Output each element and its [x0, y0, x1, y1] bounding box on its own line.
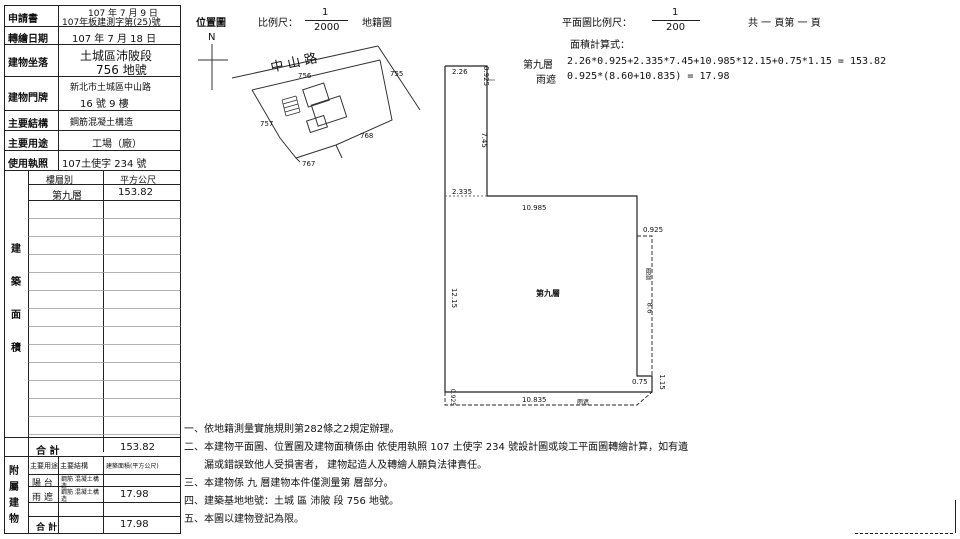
stair-hatch	[281, 95, 301, 117]
vertical-label-3: 面	[11, 310, 21, 321]
note-5: 五、本圖以建物登記為限。	[184, 514, 304, 525]
dim-left-height: 12.15	[450, 287, 459, 309]
structure-value: 鋼筋混凝土構造	[70, 118, 134, 128]
use-label: 主要用途	[8, 139, 48, 150]
page-count: 共 一 頁第 一 頁	[748, 18, 821, 29]
rain-label-bottom: 雨遮	[577, 399, 590, 406]
license-value: 107土使字 234 號	[62, 159, 147, 170]
calc-title: 面積計算式：	[570, 40, 630, 51]
apply-label: 申請書	[8, 14, 38, 25]
attached-total-value: 17.98	[120, 519, 149, 530]
redaction-box	[628, 456, 886, 526]
lot-756: 756	[298, 72, 312, 80]
rain-struct: 鋼筋 混凝土構造	[61, 489, 99, 503]
vertical-label-1: 建	[11, 244, 21, 255]
note-2: 二、本建物平面圖、位置圖及建物面積係由 依使用執照 107 土使字 234 號設…	[184, 442, 689, 453]
apply-date: 107 年 7 月 9 日	[88, 9, 158, 19]
location-map-title: 位置圖	[196, 18, 226, 29]
lot-757: 757	[260, 120, 274, 128]
total-label: 合 計	[36, 446, 60, 457]
attached-vertical-1: 附	[9, 466, 19, 477]
transfer-date: 107 年 7 月 18 日	[72, 34, 157, 45]
apply-number: 107年板建測字第(25)號	[62, 18, 161, 28]
dim-top-width: 2.26	[452, 68, 468, 76]
calc-rain-expression: 0.925*(8.60+10.835) = 17.98	[567, 71, 730, 82]
attached-col-use: 主要用途	[30, 462, 58, 470]
total-value: 153.82	[120, 442, 155, 453]
balcony-label: 陽 台	[32, 479, 53, 489]
plan-scale-label: 平面圖比例尺：	[562, 18, 632, 29]
attached-col-struct: 主要結構	[60, 462, 88, 470]
floor-name: 第九層	[52, 191, 82, 202]
redaction-box	[678, 355, 838, 435]
dim-bottom-width: 10.835	[522, 396, 547, 404]
rain-label: 雨 遮	[32, 493, 53, 503]
north-label: N	[208, 32, 216, 43]
calc-rain-label: 雨遮	[536, 75, 556, 86]
dim-upper-height: 7.45	[479, 132, 488, 148]
location-map-sketch	[198, 44, 421, 163]
note-1: 一、依地籍測量實施規則第282條之2規定辦理。	[184, 424, 400, 435]
note-3: 三、本建物係 九 層建物本件僅測量第 層部分。	[184, 478, 394, 489]
lot-768: 768	[360, 132, 374, 140]
lot-755: 755	[390, 70, 404, 78]
vertical-label-4: 積	[11, 343, 21, 354]
balcony-struct: 鋼筋 混凝土構造	[61, 476, 99, 490]
dim-corner-width: 0.75	[632, 378, 648, 386]
attached-vertical-2: 屬	[9, 482, 19, 493]
calc-floor-expression: 2.26*0.925+2.335*7.45+10.985*12.15+0.75*…	[567, 56, 887, 67]
dim-right-height: 8.6	[645, 302, 654, 314]
location-scale-num: 1	[322, 7, 329, 18]
dim-right-offset: 0.925	[643, 226, 664, 234]
rain-shelter-outline	[444, 235, 653, 406]
dim-mid-width: 10.985	[522, 204, 547, 212]
col-area-header: 平方公尺	[120, 176, 157, 186]
dim-bottom-side: 0.925	[449, 388, 457, 407]
plan-scale-num: 1	[672, 7, 679, 18]
floor-plan-outline	[444, 65, 653, 393]
transfer-date-label: 轉繪日期	[8, 34, 48, 45]
note-4: 四、建築基地地號：土城 區 沛陂 段 756 地號。	[184, 496, 399, 507]
dim-step-width: 2.335	[452, 188, 473, 196]
calc-floor-label: 第九層	[523, 60, 553, 71]
doorplate-label: 建物門牌	[8, 93, 48, 104]
note-2-continued: 漏或錯誤致他人受損害者， 建物起造人及轉繪人願負法律責任。	[204, 460, 488, 471]
rain-area: 17.98	[120, 489, 149, 500]
doorplate-line1: 新北市土城區中山路	[70, 83, 152, 93]
lot-767: 767	[302, 160, 316, 168]
location-map-type: 地籍圖	[362, 18, 392, 29]
attached-total-label: 合 計	[36, 523, 58, 533]
location-line2: 756 地號	[96, 63, 147, 77]
location-line1: 土城區沛陂段	[80, 49, 153, 63]
vertical-label-2: 築	[11, 277, 21, 288]
plan-scale-den: 200	[666, 22, 686, 33]
dim-top-side: 0.925	[482, 65, 491, 87]
attached-col-area: 建築面積(平方公尺)	[106, 463, 159, 470]
col-floor-header: 樓層別	[46, 176, 74, 186]
attached-vertical-4: 物	[9, 514, 19, 525]
location-label: 建物坐落	[8, 58, 48, 69]
doorplate-line2: 16 號 9 樓	[80, 99, 129, 110]
floor-area: 153.82	[118, 187, 153, 198]
room-label: 第九層	[536, 289, 560, 298]
license-label: 使用執照	[8, 159, 48, 170]
dim-corner-height: 1.15	[657, 374, 666, 390]
location-scale-label: 比例尺：	[258, 18, 298, 29]
location-scale-den: 2000	[314, 22, 340, 33]
rain-label-right: 雨遮	[644, 268, 651, 280]
structure-label: 主要結構	[8, 119, 48, 130]
use-value: 工場（廠）	[92, 139, 142, 150]
attached-vertical-3: 建	[9, 498, 19, 509]
